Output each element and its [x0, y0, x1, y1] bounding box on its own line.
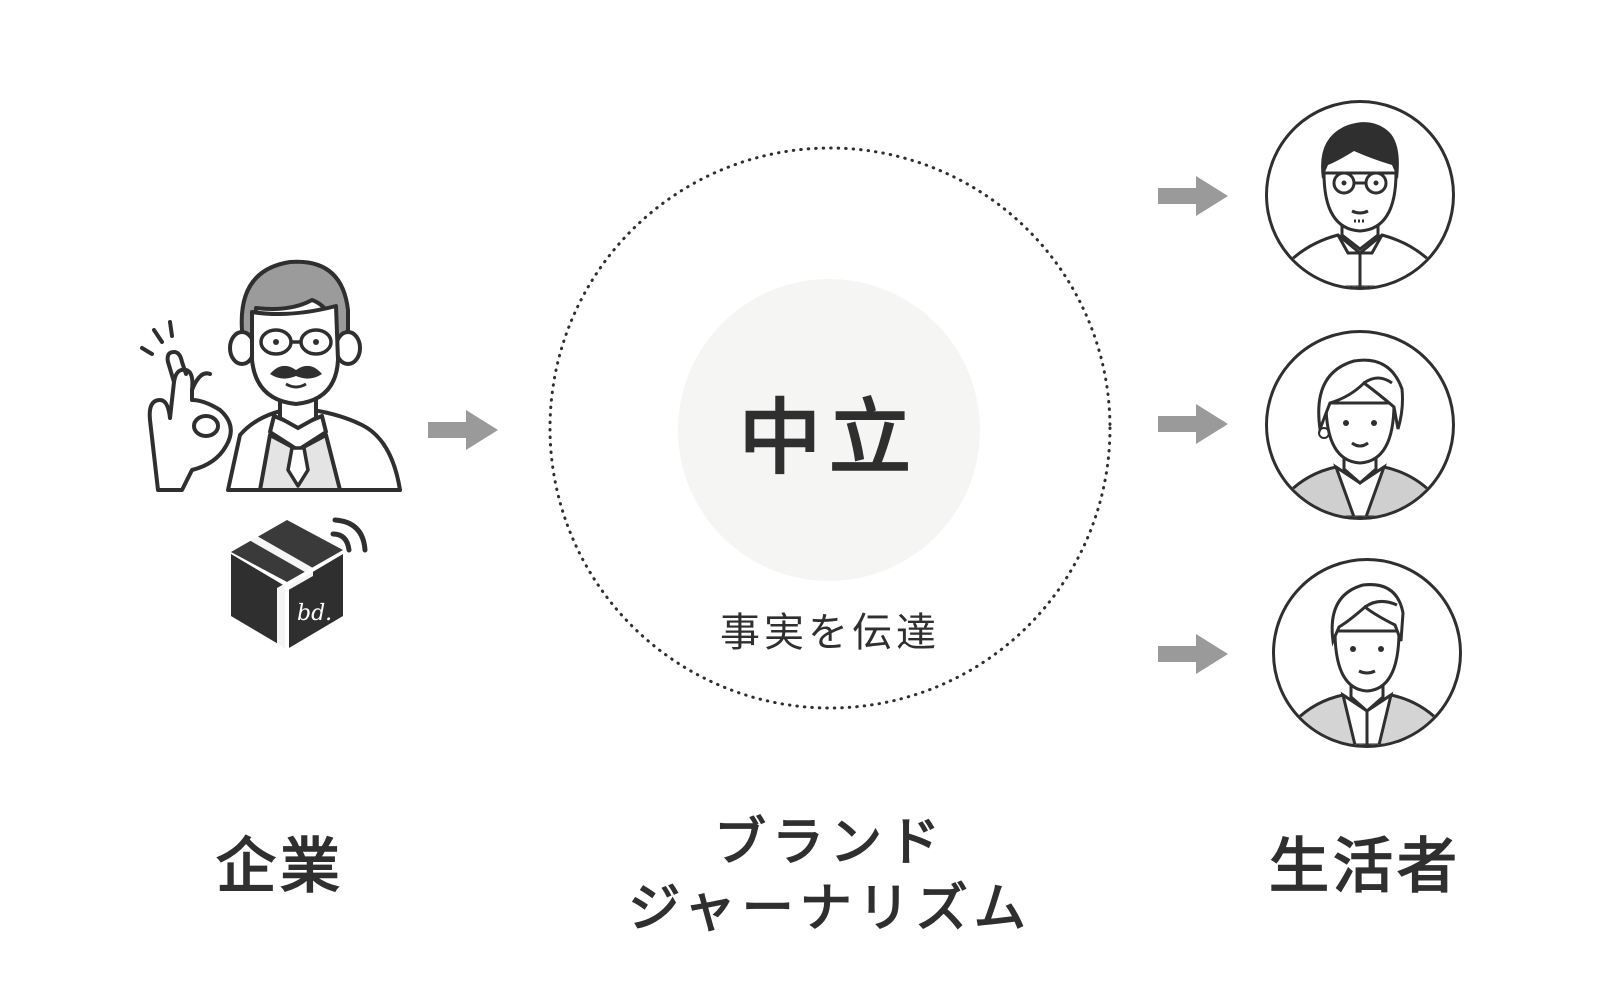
center-caption: 事実を伝達: [620, 600, 1040, 658]
arrow-to-consumer-3: [1158, 634, 1230, 674]
center-word: 中立: [739, 371, 919, 490]
svg-text:bd.: bd.: [297, 601, 332, 626]
senior-man-illustration: [130, 250, 430, 490]
arrow-to-consumer-1: [1158, 176, 1230, 216]
man-glasses-icon: [1265, 100, 1455, 290]
brand-journalism-label: ブランド ジャーナリズム: [600, 810, 1060, 942]
woman-icon: [1265, 330, 1455, 520]
box-logo-icon: bd.: [225, 520, 385, 660]
man-icon: [1272, 558, 1462, 748]
company-label: 企業: [155, 832, 405, 902]
neutral-disc: 中立: [678, 279, 980, 581]
arrow-to-consumer-2: [1158, 404, 1230, 444]
consumers-label: 生活者: [1240, 832, 1490, 902]
arrow-company-to-center: [428, 410, 500, 450]
